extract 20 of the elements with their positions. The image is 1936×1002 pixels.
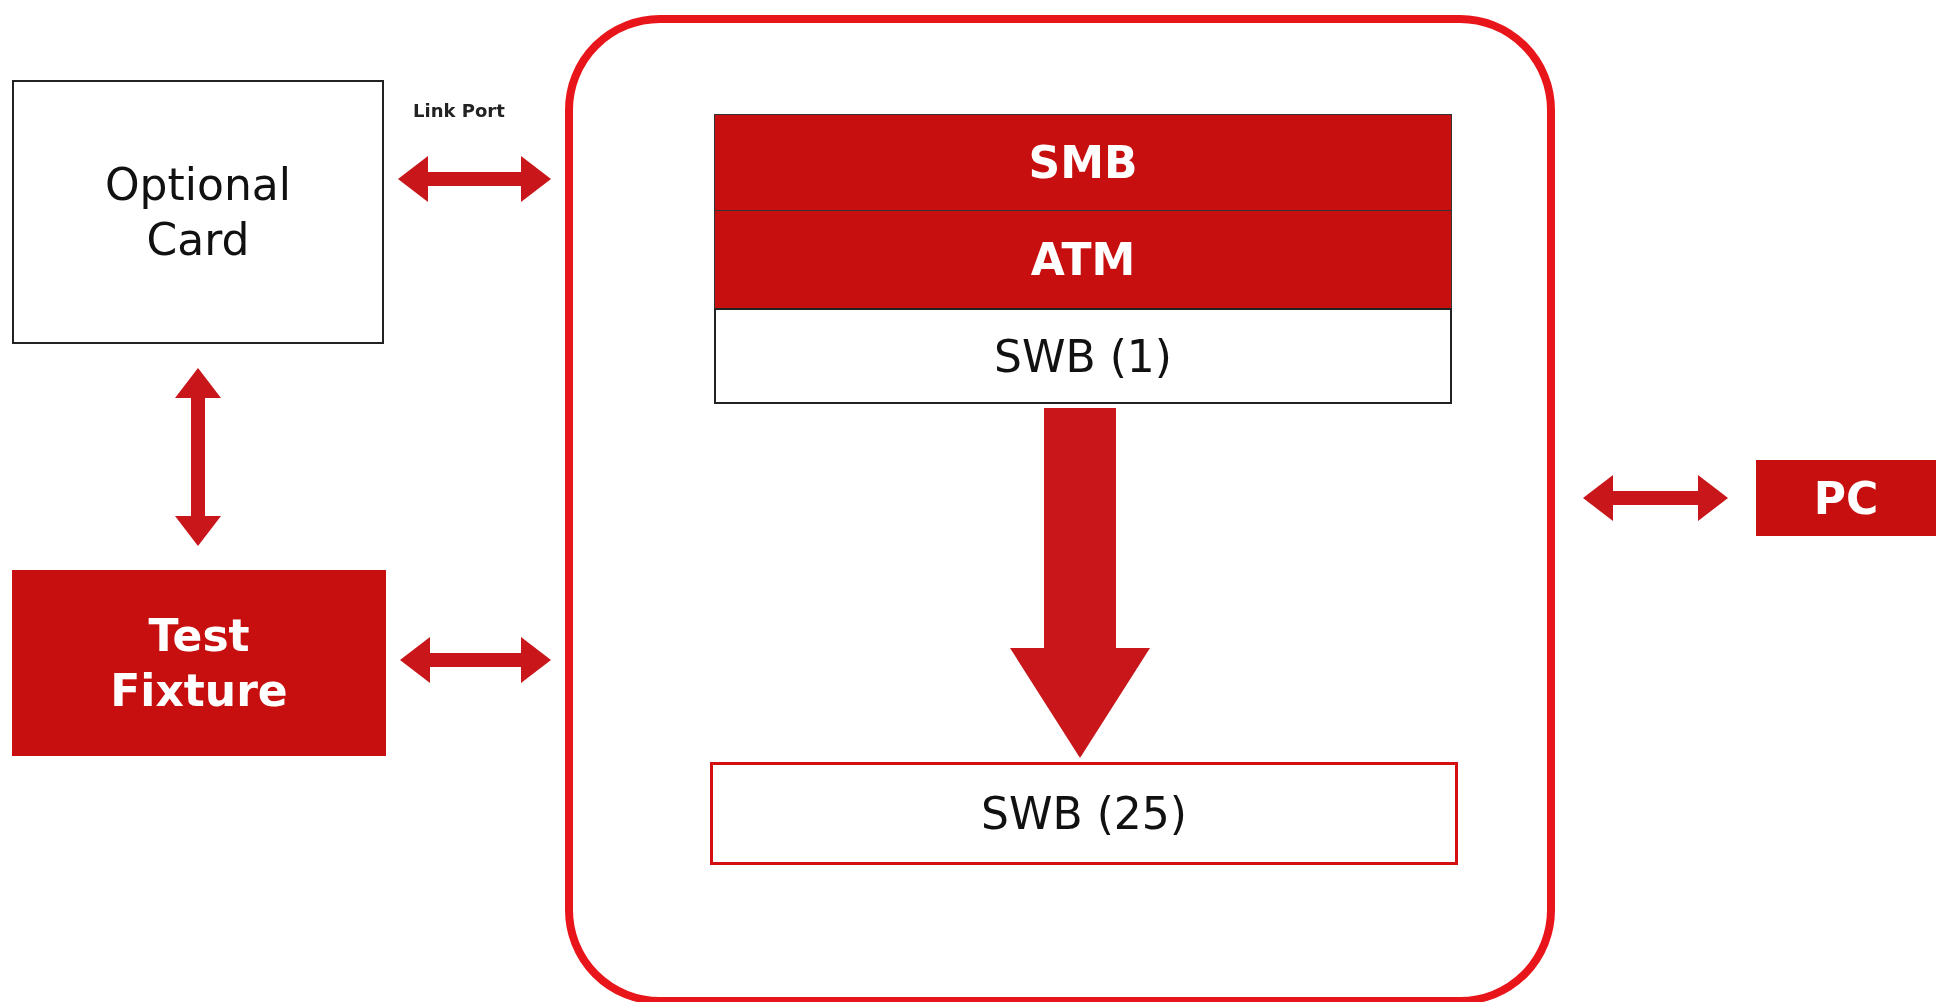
node-label: SWB (25) — [981, 787, 1187, 841]
card-box — [12, 80, 384, 344]
board-bar — [714, 114, 1452, 211]
system-frame — [565, 15, 1555, 1002]
double-arrow — [1583, 475, 1728, 521]
node-label: PC — [1813, 471, 1879, 526]
node-label: SMB — [1028, 136, 1138, 190]
module-bar — [714, 210, 1452, 309]
fixture-box — [12, 570, 386, 756]
block-arrow — [1010, 408, 1150, 758]
double-arrow — [400, 637, 551, 683]
node-label: ATM — [1030, 233, 1136, 287]
double-arrow — [398, 156, 551, 202]
board-box — [714, 308, 1452, 404]
board-box — [710, 762, 1458, 865]
double-arrow — [175, 368, 221, 546]
node-label: Optional Card — [103, 158, 292, 267]
node-label: SWB (1) — [994, 329, 1172, 384]
node-label: Test Fixture — [109, 609, 289, 718]
pc-box — [1756, 460, 1936, 536]
